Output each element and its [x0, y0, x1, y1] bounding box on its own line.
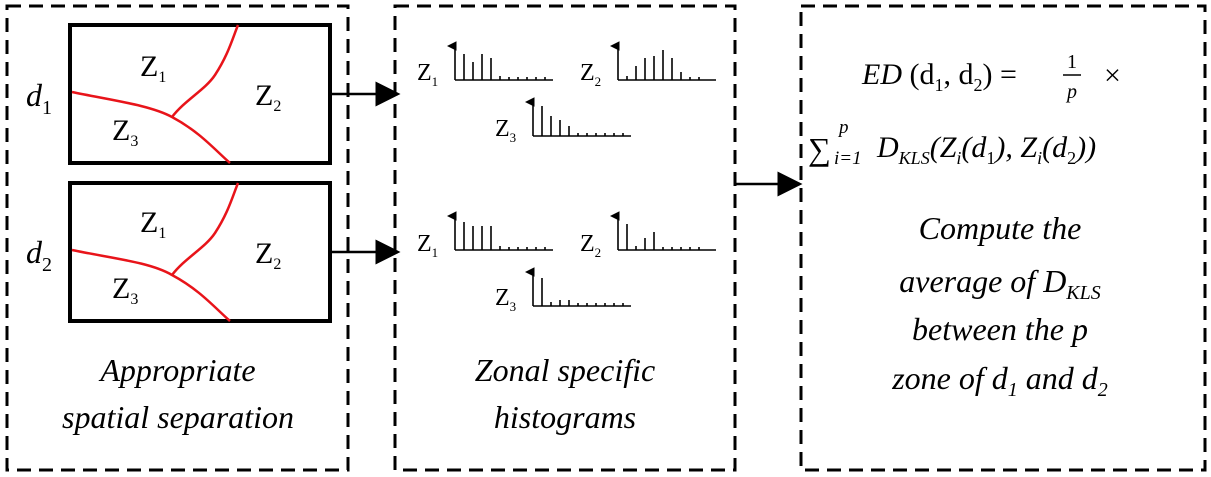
- label-d1: d1: [26, 77, 52, 119]
- description-line1: Compute the: [919, 210, 1082, 246]
- description-line4: zone of d1 and d2: [891, 360, 1108, 401]
- map-d1-z1: Z1: [140, 50, 166, 86]
- formula-sum-sup: p: [837, 117, 849, 138]
- hist-d2-z3: [525, 267, 631, 307]
- formula-line1: ED (d1, d2) =: [861, 58, 1017, 95]
- caption-middle-line2: histograms: [494, 399, 636, 435]
- formula-times: ×: [1104, 59, 1121, 92]
- formula-sum-sub: i=1: [834, 148, 862, 169]
- hist-d1-z2: [610, 41, 716, 81]
- zone-boundary-d2-b: [171, 182, 240, 276]
- formula-sum-symbol: ∑: [808, 131, 831, 167]
- description-line2: average of DKLS: [899, 263, 1101, 304]
- hist-d1-label-z1: Z1: [417, 60, 438, 89]
- formula-line2: DKLS(Zi(d1), Zi(d2)): [876, 131, 1096, 168]
- caption-left-line1: Appropriate: [98, 352, 255, 388]
- map-d2-z1: Z1: [140, 206, 166, 242]
- hist-d1-label-z2: Z2: [580, 60, 601, 89]
- panel-middle: [393, 4, 737, 472]
- map-d2-z2: Z2: [255, 237, 281, 273]
- formula-frac-den: p: [1065, 81, 1077, 103]
- zone-boundary-d2-a: [71, 248, 231, 322]
- formula-frac-num: 1: [1067, 51, 1077, 73]
- hist-d1-label-z3: Z3: [495, 116, 516, 145]
- map-d1-z3: Z3: [112, 114, 138, 150]
- map-d1: Z1 Z2 Z3: [68, 23, 332, 165]
- panel-right: [799, 4, 1207, 472]
- hist-d2-label-z3: Z3: [495, 285, 516, 314]
- zone-boundary-d1-b: [171, 24, 240, 118]
- hist-d1-z3: [525, 97, 631, 137]
- histograms-d1: [447, 41, 716, 137]
- caption-middle-line1: Zonal specific: [475, 352, 655, 388]
- map-d2: Z1 Z2 Z3: [68, 181, 332, 323]
- hist-d2-label-z1: Z1: [417, 231, 438, 260]
- hist-d2-z1: [447, 211, 553, 251]
- hist-d2-label-z2: Z2: [580, 231, 601, 260]
- hist-d1-z1: [447, 41, 553, 81]
- panel-left: [5, 4, 350, 472]
- histograms-d2: [447, 211, 716, 307]
- map-d2-z3: Z3: [112, 272, 138, 308]
- zone-boundary-d1-a: [71, 90, 231, 164]
- map-d1-z2: Z2: [255, 79, 281, 115]
- caption-left-line2: spatial separation: [62, 399, 294, 435]
- hist-d2-z2: [610, 211, 716, 251]
- label-d2: d2: [26, 234, 52, 276]
- description-line3: between the p: [912, 311, 1088, 347]
